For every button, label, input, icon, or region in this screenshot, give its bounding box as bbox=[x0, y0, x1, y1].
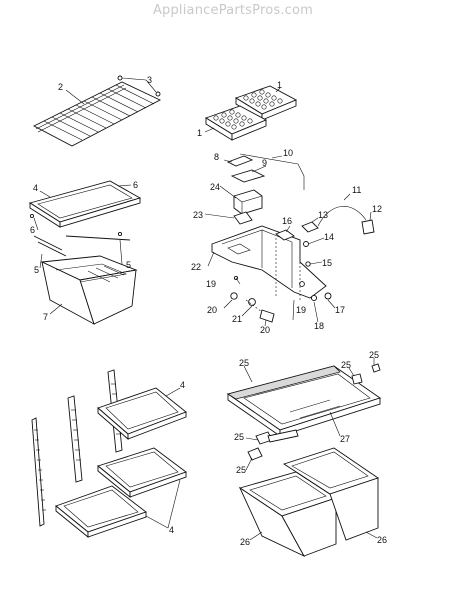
ice-maker-assembly bbox=[211, 155, 375, 323]
callout-26-right: 26 bbox=[377, 535, 387, 545]
callout-6-left: 6 bbox=[30, 225, 35, 235]
callout-4-fresh-upper: 4 bbox=[180, 380, 185, 390]
callout-19-left: 19 bbox=[206, 279, 216, 289]
callout-27: 27 bbox=[340, 434, 350, 444]
callout-7: 7 bbox=[43, 312, 48, 322]
callout-12: 12 bbox=[372, 204, 382, 214]
callout-26-left: 26 bbox=[240, 537, 250, 547]
callout-21: 21 bbox=[232, 314, 242, 324]
callout-24: 24 bbox=[210, 182, 220, 192]
callout-15: 15 bbox=[322, 258, 332, 268]
shelf-rails bbox=[29, 213, 131, 257]
watermark: AppliancePartsPros.com bbox=[152, 3, 314, 18]
callout-4-freezer: 4 bbox=[33, 183, 38, 193]
callout-5-right: 5 bbox=[126, 260, 131, 270]
callout-8: 8 bbox=[214, 152, 219, 162]
callout-20-left: 20 bbox=[207, 305, 217, 315]
callout-25-cover: 25 bbox=[239, 358, 249, 368]
callout-23: 23 bbox=[193, 210, 203, 220]
callout-1-upper: 1 bbox=[277, 80, 282, 90]
callout-13: 13 bbox=[318, 210, 328, 220]
freezer-shelf bbox=[28, 180, 142, 228]
callout-22: 22 bbox=[191, 262, 201, 272]
callout-20-right: 20 bbox=[260, 325, 270, 335]
callout-25-right-corner: 25 bbox=[369, 350, 379, 360]
crisper-brackets bbox=[247, 363, 381, 461]
callout-11: 11 bbox=[352, 185, 361, 195]
callout-2: 2 bbox=[58, 82, 63, 92]
refrigerator-shelves bbox=[55, 387, 187, 538]
wire-shelf bbox=[33, 75, 162, 147]
callout-3: 3 bbox=[147, 75, 152, 85]
callout-6-right: 6 bbox=[133, 180, 138, 190]
callout-16: 16 bbox=[282, 216, 292, 226]
callout-10: 10 bbox=[283, 148, 293, 158]
shelf-ladders bbox=[31, 369, 123, 527]
callout-19-right: 19 bbox=[296, 305, 306, 315]
callout-18: 18 bbox=[314, 321, 324, 331]
callout-9: 9 bbox=[262, 158, 267, 168]
callout-1-lower: 1 bbox=[197, 128, 202, 138]
callout-25-right-upper: 25 bbox=[341, 360, 351, 370]
callout-14: 14 bbox=[324, 232, 334, 242]
freezer-basket bbox=[40, 255, 138, 325]
callout-25-left-lower: 25 bbox=[236, 465, 246, 475]
callout-25-left-middle: 25 bbox=[234, 432, 244, 442]
callout-5-left: 5 bbox=[34, 265, 39, 275]
crisper-cover bbox=[226, 365, 382, 437]
ice-trays bbox=[204, 85, 298, 141]
callout-17: 17 bbox=[335, 305, 345, 315]
callout-4-fresh-lower: 4 bbox=[169, 525, 174, 535]
crisper-pans bbox=[238, 447, 380, 558]
